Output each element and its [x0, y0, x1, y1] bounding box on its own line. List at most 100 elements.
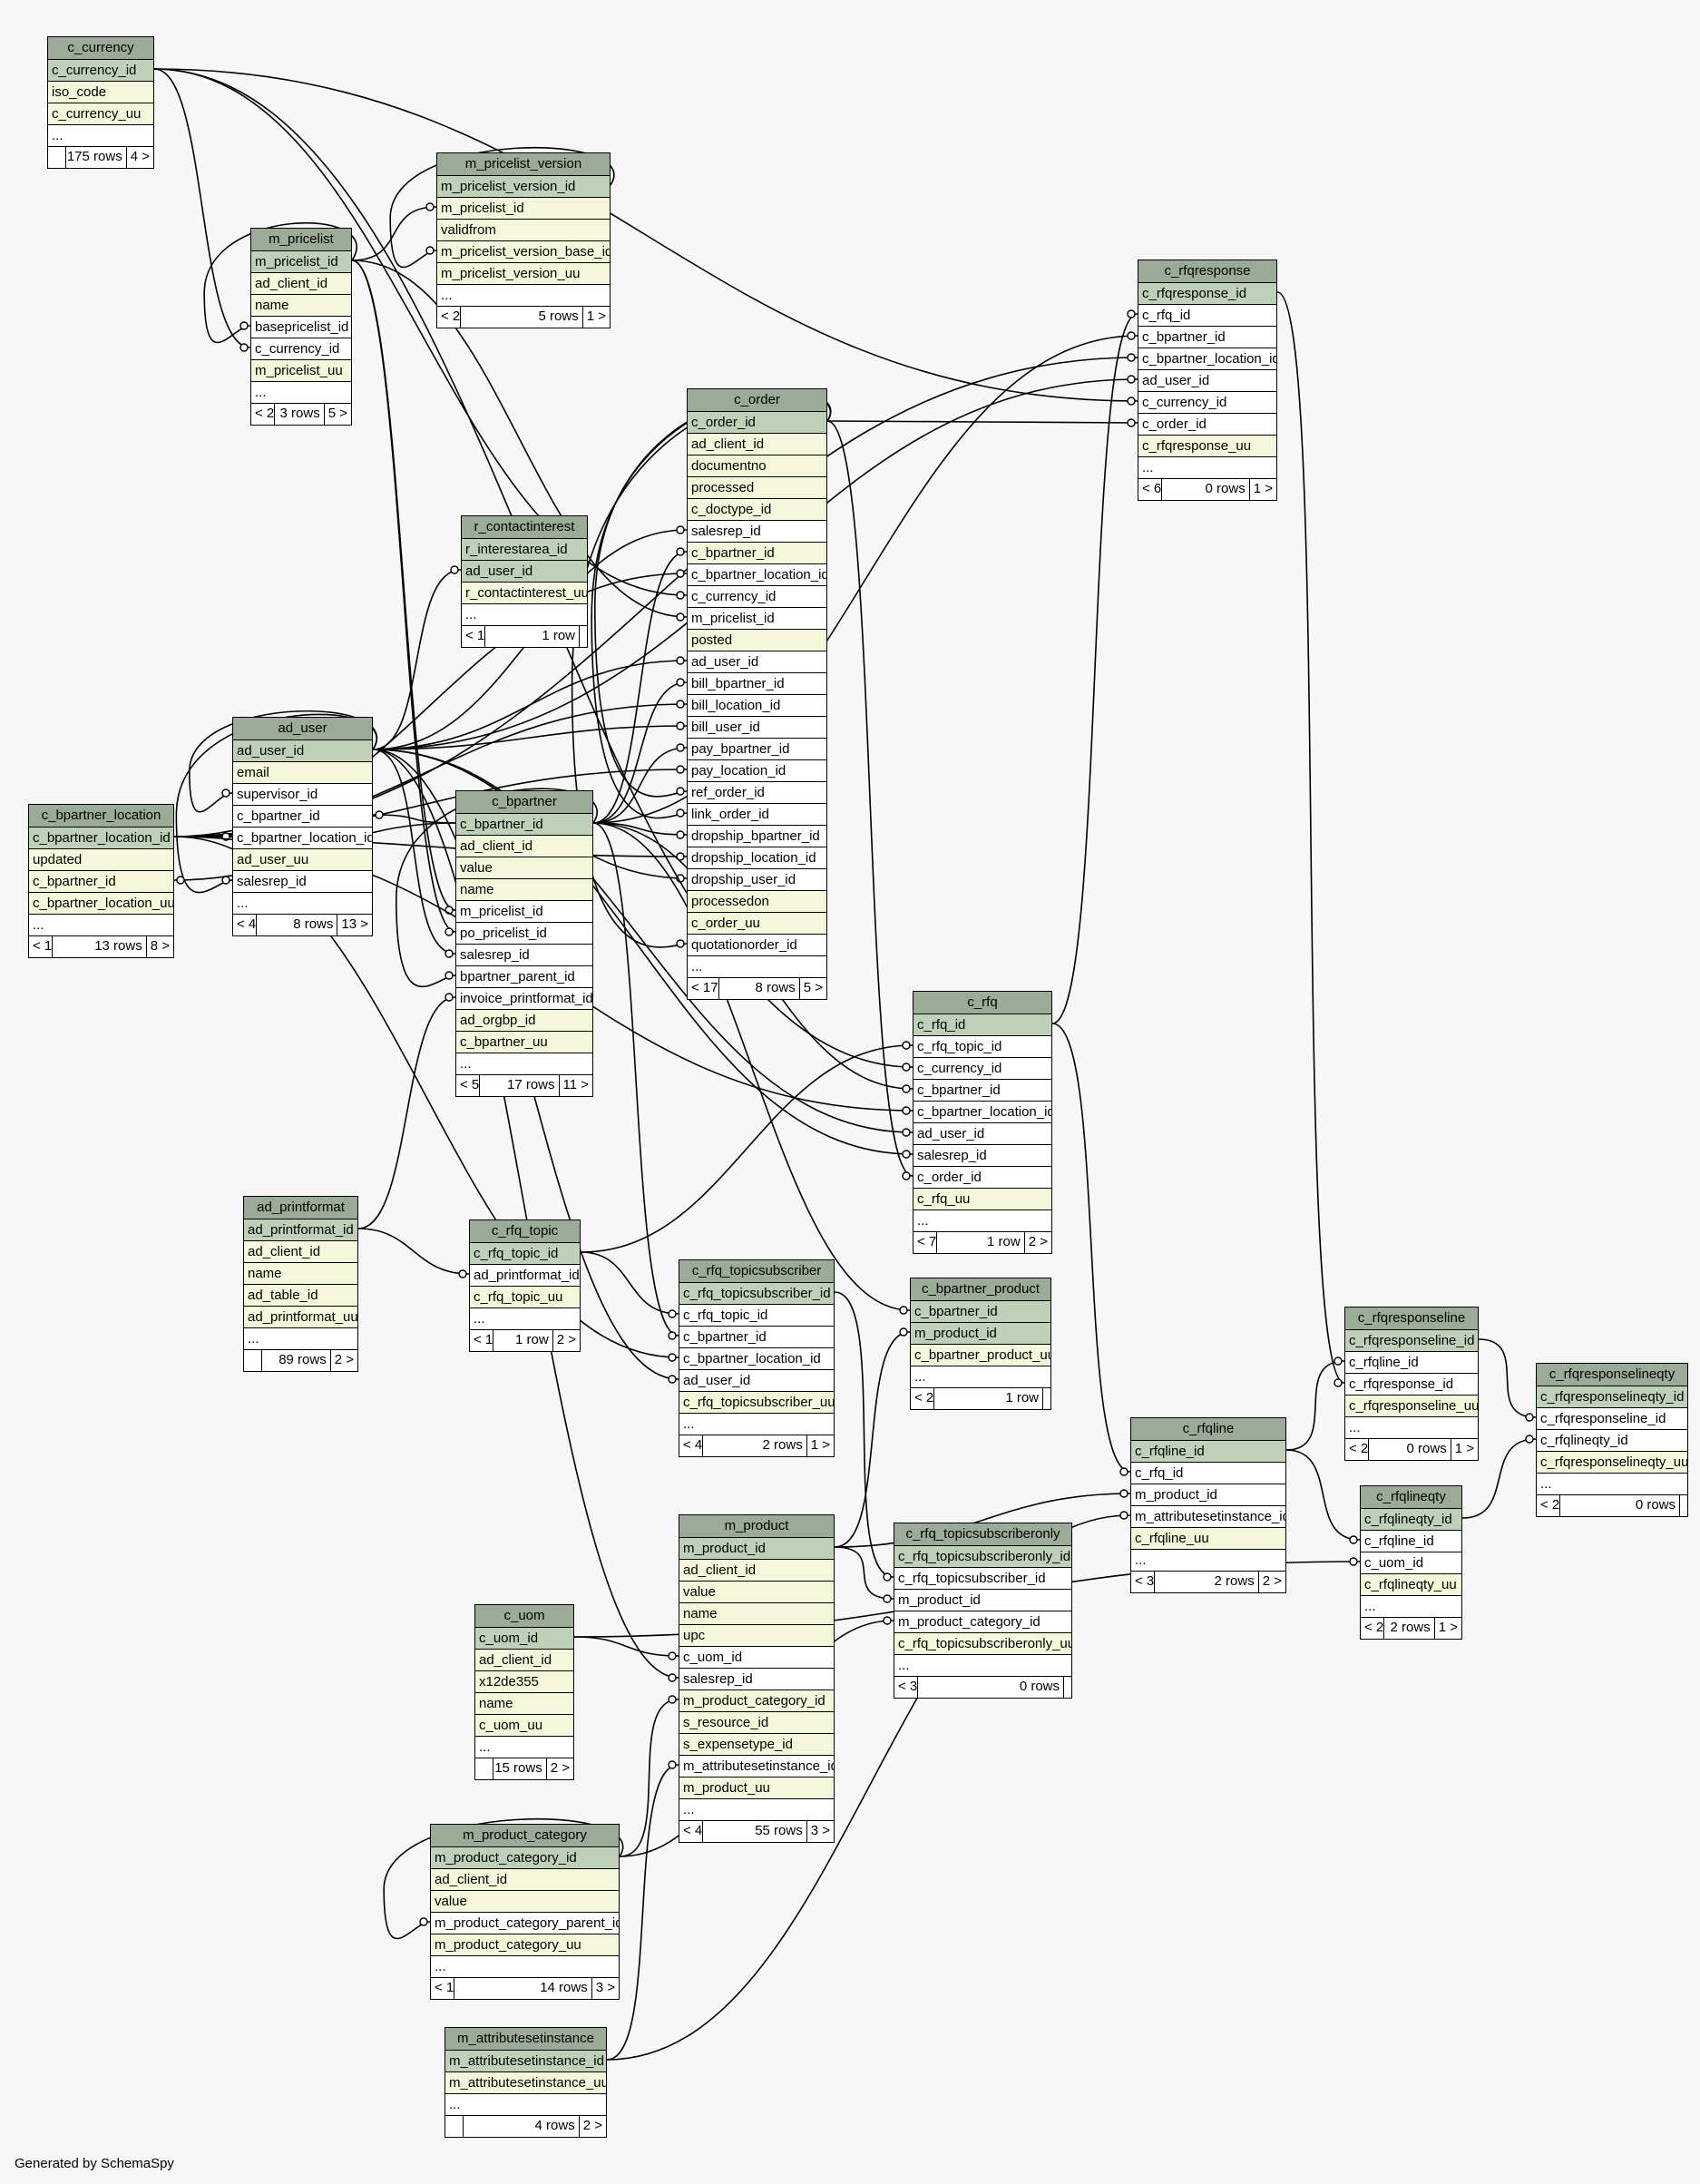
column-link_order_id[interactable]: link_order_id: [688, 804, 826, 826]
column-bill_bpartner_id[interactable]: bill_bpartner_id: [688, 673, 826, 695]
table-title[interactable]: c_rfq_topicsubscriber: [679, 1260, 834, 1283]
column-m_pricelist_uu[interactable]: m_pricelist_uu: [251, 360, 351, 382]
column-ad_user_uu[interactable]: ad_user_uu: [233, 849, 372, 871]
children-count[interactable]: 5 >: [327, 406, 347, 421]
column-c_order_id[interactable]: c_order_id: [1138, 414, 1276, 436]
column-po_pricelist_id[interactable]: po_pricelist_id: [456, 923, 592, 945]
column-x12de355[interactable]: x12de355: [475, 1671, 573, 1693]
column-c_rfqresponse_uu[interactable]: c_rfqresponse_uu: [1138, 436, 1276, 457]
column-more[interactable]: ...: [679, 1414, 834, 1435]
column-r_contactinterest_uu[interactable]: r_contactinterest_uu: [462, 583, 587, 604]
column-c_bpartner_id[interactable]: c_bpartner_id: [456, 814, 592, 836]
column-c_bpartner_id[interactable]: c_bpartner_id: [1138, 327, 1276, 348]
parents-count[interactable]: < 2: [911, 1388, 935, 1409]
column-m_product_id[interactable]: m_product_id: [1131, 1484, 1285, 1506]
column-more[interactable]: ...: [1138, 457, 1276, 479]
column-ad_client_id[interactable]: ad_client_id: [456, 836, 592, 857]
column-c_bpartner_id[interactable]: c_bpartner_id: [688, 543, 826, 564]
column-m_product_category_id[interactable]: m_product_category_id: [894, 1611, 1071, 1633]
column-name[interactable]: name: [679, 1603, 834, 1625]
column-c_bpartner_location_uu[interactable]: c_bpartner_location_uu: [29, 893, 173, 915]
parents-count[interactable]: < 1: [29, 936, 54, 957]
column-more[interactable]: ...: [48, 125, 153, 147]
column-c_bpartner_location_id[interactable]: c_bpartner_location_id: [914, 1102, 1051, 1123]
column-more[interactable]: ...: [911, 1366, 1050, 1388]
column-invoice_printformat_id[interactable]: invoice_printformat_id: [456, 988, 592, 1010]
column-more[interactable]: ...: [475, 1737, 573, 1758]
column-validfrom[interactable]: validfrom: [437, 220, 610, 241]
column-ad_orgbp_id[interactable]: ad_orgbp_id: [456, 1010, 592, 1032]
column-c_order_uu[interactable]: c_order_uu: [688, 913, 826, 935]
children-count[interactable]: [1043, 1388, 1050, 1409]
column-value[interactable]: value: [456, 857, 592, 879]
parents-count[interactable]: < 17: [688, 978, 719, 999]
column-m_product_category_uu[interactable]: m_product_category_uu: [431, 1934, 619, 1956]
children-count[interactable]: [580, 626, 587, 647]
column-c_rfq_topic_id[interactable]: c_rfq_topic_id: [679, 1305, 834, 1327]
column-c_rfqline_uu[interactable]: c_rfqline_uu: [1131, 1528, 1285, 1550]
column-ad_table_id[interactable]: ad_table_id: [244, 1285, 357, 1307]
column-ad_user_id[interactable]: ad_user_id: [914, 1123, 1051, 1145]
column-c_rfq_id[interactable]: c_rfq_id: [1138, 305, 1276, 327]
column-documentno[interactable]: documentno: [688, 455, 826, 477]
parents-count[interactable]: < 2: [1345, 1439, 1370, 1460]
column-c_currency_id[interactable]: c_currency_id: [688, 586, 826, 608]
column-more[interactable]: ...: [914, 1210, 1051, 1232]
column-c_order_id[interactable]: c_order_id: [688, 412, 826, 434]
table-title[interactable]: c_rfqresponse: [1138, 260, 1276, 283]
children-count[interactable]: 2 >: [550, 1760, 570, 1776]
column-bpartner_parent_id[interactable]: bpartner_parent_id: [456, 966, 592, 988]
column-m_product_uu[interactable]: m_product_uu: [679, 1778, 834, 1799]
column-c_rfq_topic_id[interactable]: c_rfq_topic_id: [470, 1243, 580, 1265]
table-title[interactable]: m_pricelist_version: [437, 153, 610, 176]
column-more[interactable]: ...: [431, 1956, 619, 1978]
column-more[interactable]: ...: [1131, 1550, 1285, 1572]
table-title[interactable]: c_bpartner_product: [911, 1278, 1050, 1301]
column-more[interactable]: ...: [29, 915, 173, 936]
table-title[interactable]: ad_user: [233, 718, 372, 740]
column-m_product_category_parent_id[interactable]: m_product_category_parent_id: [431, 1913, 619, 1934]
column-c_rfq_topicsubscriber_uu[interactable]: c_rfq_topicsubscriber_uu: [679, 1392, 834, 1414]
column-m_attributesetinstance_id[interactable]: m_attributesetinstance_id: [679, 1756, 834, 1778]
parents-count[interactable]: < 3: [894, 1677, 919, 1698]
column-name[interactable]: name: [456, 879, 592, 901]
table-title[interactable]: m_attributesetinstance: [445, 2028, 606, 2051]
column-c_rfq_uu[interactable]: c_rfq_uu: [914, 1189, 1051, 1210]
column-c_rfq_topic_id[interactable]: c_rfq_topic_id: [914, 1036, 1051, 1058]
column-c_rfqlineqty_id[interactable]: c_rfqlineqty_id: [1361, 1509, 1461, 1531]
column-c_bpartner_location_id[interactable]: c_bpartner_location_id: [233, 828, 372, 849]
table-title[interactable]: c_uom: [475, 1605, 573, 1628]
parents-count[interactable]: [475, 1758, 493, 1779]
column-c_rfqresponseline_id[interactable]: c_rfqresponseline_id: [1345, 1330, 1478, 1352]
column-c_rfqline_id[interactable]: c_rfqline_id: [1131, 1441, 1285, 1463]
column-posted[interactable]: posted: [688, 630, 826, 651]
column-c_bpartner_id[interactable]: c_bpartner_id: [679, 1327, 834, 1348]
column-value[interactable]: value: [679, 1582, 834, 1603]
column-m_product_id[interactable]: m_product_id: [911, 1323, 1050, 1345]
children-count[interactable]: [1680, 1495, 1687, 1516]
column-c_currency_id[interactable]: c_currency_id: [914, 1058, 1051, 1080]
column-updated[interactable]: updated: [29, 849, 173, 871]
column-c_rfq_topicsubscriberonly_uu[interactable]: c_rfq_topicsubscriberonly_uu: [894, 1633, 1071, 1655]
parents-count[interactable]: [445, 2116, 464, 2137]
column-c_currency_uu[interactable]: c_currency_uu: [48, 103, 153, 125]
column-ad_printformat_id[interactable]: ad_printformat_id: [244, 1219, 357, 1241]
table-title[interactable]: c_rfq_topicsubscriberonly: [894, 1523, 1071, 1546]
children-count[interactable]: 2 >: [556, 1332, 576, 1347]
parents-count[interactable]: < 4: [679, 1821, 704, 1842]
column-c_rfqline_id[interactable]: c_rfqline_id: [1361, 1531, 1461, 1552]
table-title[interactable]: m_product_category: [431, 1825, 619, 1847]
column-supervisor_id[interactable]: supervisor_id: [233, 784, 372, 806]
table-title[interactable]: m_pricelist: [251, 229, 351, 251]
column-processedon[interactable]: processedon: [688, 891, 826, 913]
column-c_rfq_id[interactable]: c_rfq_id: [1131, 1463, 1285, 1484]
column-ref_order_id[interactable]: ref_order_id: [688, 782, 826, 804]
